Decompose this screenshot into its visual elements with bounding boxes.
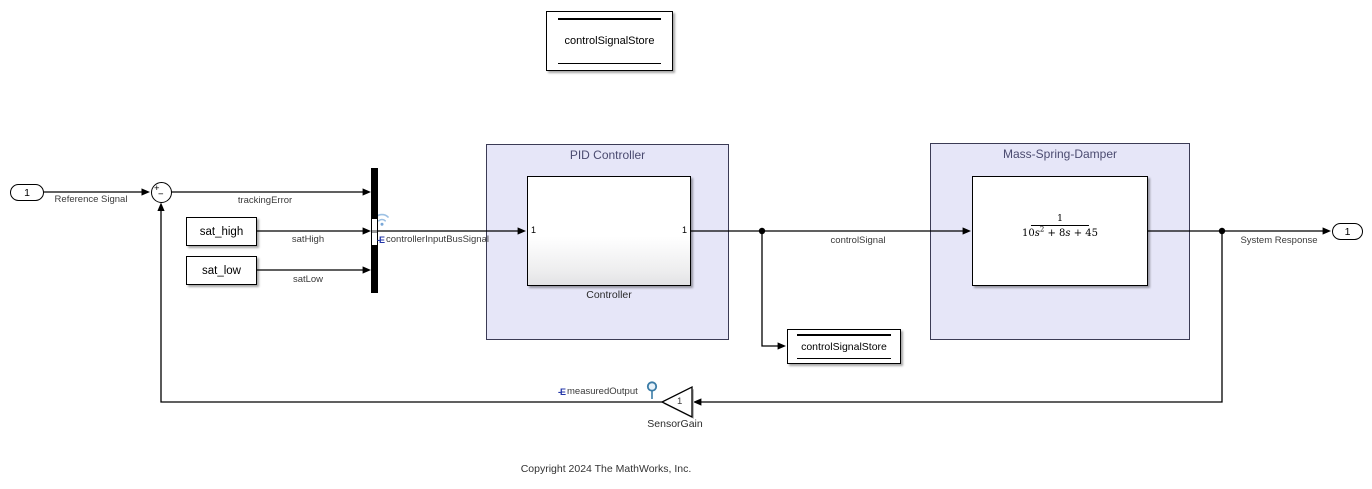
tf-denominator: 10s2 + 8s + 45 bbox=[1021, 225, 1099, 240]
sum-minus-sign: − bbox=[158, 188, 164, 200]
sat-low-constant-block[interactable]: sat_low bbox=[186, 256, 257, 285]
msd-area-title: Mass-Spring-Damper bbox=[1002, 147, 1118, 161]
wire-to-data-store[interactable] bbox=[761, 231, 778, 347]
wire-feedback-right[interactable] bbox=[701, 231, 1223, 403]
testpoint-icon bbox=[646, 381, 658, 399]
inport-block[interactable]: 1 bbox=[10, 184, 44, 201]
datastore-glyph-line bbox=[797, 357, 891, 359]
datastore-glyph-line bbox=[558, 18, 661, 20]
bus-creator-block[interactable] bbox=[371, 168, 378, 293]
transfer-function-equation: 1 10s2 + 8s + 45 bbox=[1022, 213, 1098, 239]
arrowhead bbox=[157, 202, 165, 211]
gain-value: 1 bbox=[677, 396, 683, 407]
data-store-write-label: controlSignalStore bbox=[801, 340, 887, 353]
wire-feedback-left[interactable] bbox=[160, 211, 662, 403]
tf-fraction-bar bbox=[1031, 225, 1089, 227]
transfer-function-block[interactable] bbox=[972, 176, 1148, 286]
arrowhead bbox=[141, 188, 150, 196]
sat-high-signal-label[interactable]: satHigh bbox=[291, 234, 325, 245]
sum-plus-sign: + bbox=[154, 183, 160, 194]
copyright-annotation: Copyright 2024 The MathWorks, Inc. bbox=[520, 463, 692, 475]
outport-block[interactable]: 1 bbox=[1332, 223, 1363, 240]
arrowhead bbox=[362, 188, 371, 196]
bus-signal-label-row[interactable]: -E controllerInputBusSignal bbox=[377, 234, 489, 245]
data-store-memory-label: controlSignalStore bbox=[564, 35, 655, 47]
control-signal-label[interactable]: controlSignal bbox=[830, 234, 886, 246]
outport-number: 1 bbox=[1344, 225, 1351, 238]
signal-resolve-icon: -E bbox=[377, 234, 385, 245]
sat-low-text: sat_low bbox=[202, 264, 241, 277]
datastore-glyph-line bbox=[558, 62, 661, 64]
controller-block-label[interactable]: Controller bbox=[586, 289, 632, 301]
measured-output-name[interactable]: measuredOutput bbox=[567, 386, 638, 397]
data-store-memory-block[interactable]: controlSignalStore bbox=[546, 11, 673, 71]
bus-signal-name[interactable]: controllerInputBusSignal bbox=[386, 234, 489, 245]
tracking-error-label[interactable]: trackingError bbox=[237, 194, 293, 206]
arrowhead bbox=[362, 227, 371, 235]
datastore-glyph-line bbox=[797, 334, 891, 336]
reference-signal-label[interactable]: Reference Signal bbox=[54, 194, 128, 205]
sum-block[interactable]: + − bbox=[150, 181, 172, 203]
sensor-gain-label[interactable]: SensorGain bbox=[647, 418, 703, 430]
sat-high-text: sat_high bbox=[199, 225, 244, 238]
arrowhead bbox=[777, 342, 786, 350]
controller-subsystem-block[interactable] bbox=[527, 176, 691, 286]
bus-output-tick bbox=[372, 229, 377, 233]
tf-numerator: 1 bbox=[1056, 213, 1064, 224]
controller-outport-number: 1 bbox=[682, 225, 688, 235]
arrowhead bbox=[362, 266, 371, 274]
sat-low-signal-label[interactable]: satLow bbox=[292, 274, 324, 285]
measured-output-label-row[interactable]: -E measuredOutput bbox=[558, 386, 638, 397]
inport-number: 1 bbox=[24, 186, 30, 199]
arrowhead bbox=[1322, 227, 1331, 235]
system-response-label[interactable]: System Response bbox=[1240, 234, 1318, 246]
controller-inport-number: 1 bbox=[531, 225, 537, 235]
sat-high-constant-block[interactable]: sat_high bbox=[186, 217, 257, 246]
pid-area-title: PID Controller bbox=[569, 148, 646, 162]
data-store-write-block[interactable]: controlSignalStore bbox=[787, 329, 901, 364]
signal-resolve-icon: -E bbox=[558, 386, 566, 397]
